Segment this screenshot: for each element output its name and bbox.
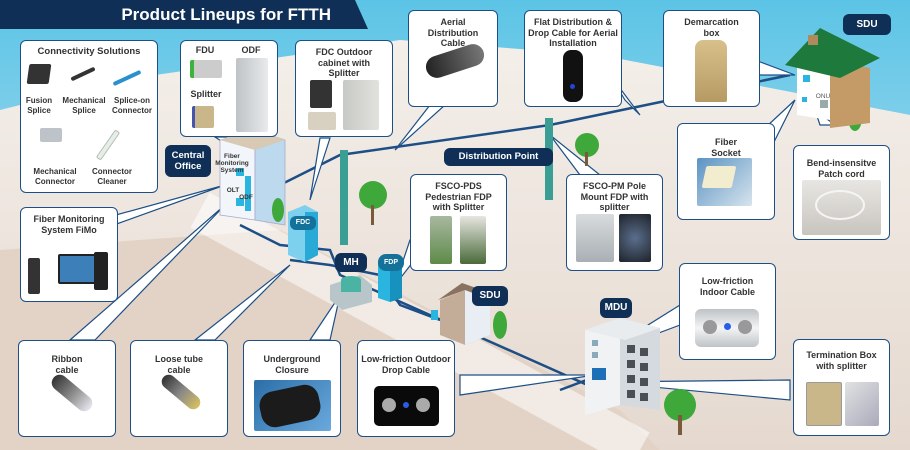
fimo-pc-tower-image — [94, 252, 108, 290]
demarcation-label: Demarcation box — [684, 17, 739, 38]
odf-image — [236, 58, 268, 132]
fdu-label: FDU — [195, 45, 215, 55]
patch-cord-coil — [815, 190, 865, 220]
odf-building-label: ODF — [239, 194, 253, 201]
olt-label: OLT — [226, 187, 240, 194]
indoor-cable-core-right — [738, 320, 752, 334]
mechanical-connector-image — [40, 128, 62, 142]
sdu-small-tag: SDU — [472, 286, 508, 306]
fusion-splicer-image — [26, 64, 52, 84]
fiber-socket-label: Fiber Socket — [711, 137, 741, 158]
manhole-illustration — [330, 275, 372, 310]
fsco-pm-image-2 — [619, 214, 651, 262]
splitter-label: Splitter — [190, 89, 222, 99]
sdu-main-tag: SDU — [843, 14, 891, 35]
mechanical-connector-label: Mechanical Connector — [33, 167, 77, 186]
utility-pole-1 — [340, 150, 348, 245]
fsco-pds-box: FSCO-PDS Pedestrian FDP with Splitter — [410, 174, 507, 271]
outdoor-drop-core-center — [403, 402, 409, 408]
demarcation-image — [695, 40, 727, 102]
fdc-cabinet-label: FDC Outdoor cabinet with Splitter — [315, 47, 373, 78]
fimo-phone-image — [28, 258, 40, 294]
outdoor-drop-core-right — [416, 398, 430, 412]
fdc-tag: FDC — [290, 216, 316, 230]
ribbon-cable-label: Ribbon cable — [51, 354, 83, 375]
main-sdu-house — [785, 28, 880, 128]
connectivity-heading: Connectivity Solutions — [37, 46, 141, 57]
street-edge — [190, 192, 650, 450]
fsco-pds-image-2 — [460, 216, 486, 264]
splice-on-connector-label: Splice-on Connector — [112, 96, 152, 115]
outdoor-drop-cable-label: Low-friction Outdoor Drop Cable — [361, 354, 451, 375]
mdu-building — [585, 318, 660, 415]
termination-box-image-2 — [845, 382, 879, 426]
fsco-pds-image-1 — [430, 216, 452, 264]
fusion-splice-label: Fusion Splice — [25, 96, 53, 115]
termination-box-image-1 — [806, 382, 842, 426]
flat-cable-core-dot — [570, 84, 575, 89]
splitter-image — [192, 106, 214, 128]
fsco-pm-label: FSCO-PM Pole Mount FDP with splitter — [580, 181, 649, 212]
mdu-tag: MDU — [600, 298, 632, 318]
fimo-monitor-image — [58, 254, 98, 284]
mechanical-splice-label: Mechanical Splice — [62, 96, 106, 115]
fdc-cabinet-rack-image — [310, 80, 332, 108]
page-title: Product Lineups for FTTH — [121, 5, 331, 24]
fsco-pds-label: FSCO-PDS Pedestrian FDP with Splitter — [425, 181, 492, 212]
tree-icon — [272, 105, 862, 435]
indoor-cable-label: Low-friction Indoor Cable — [699, 276, 755, 297]
fdc-cabinet-illustration — [288, 205, 318, 262]
fiber-socket-body — [701, 166, 737, 188]
underground-closure-label: Underground Closure — [263, 354, 321, 375]
fdc-cabinet-parts-image — [308, 112, 336, 130]
fimo-label: Fiber Monitoring System FiMo — [33, 214, 105, 235]
distribution-point-tag: Distribution Point — [444, 148, 553, 166]
loose-tube-cable-label: Loose tube cable — [155, 354, 204, 375]
fdp-tag: FDP — [378, 254, 404, 271]
flat-cable-label: Flat Distribution & Drop Cable for Aeria… — [528, 17, 618, 48]
odf-label: ODF — [241, 45, 261, 55]
mh-tag: MH — [335, 253, 367, 272]
flat-cable-image — [563, 50, 583, 102]
onu-label: ONU — [815, 93, 831, 100]
central-office-tag: Central Office — [165, 145, 211, 177]
fdc-cabinet-enclosure-image — [343, 80, 379, 130]
fsco-pm-image-1 — [576, 214, 614, 262]
connector-cleaner-label: Connector Cleaner — [92, 167, 132, 186]
aerial-cable-label: Aerial Distribution Cable — [427, 17, 479, 48]
termination-box-label: Termination Box with splitter — [806, 350, 877, 371]
indoor-cable-core-left — [703, 320, 717, 334]
fiber-monitoring-label: Fiber Monitoring System — [215, 153, 249, 174]
title-banner — [0, 0, 368, 29]
indoor-cable-core-center — [724, 323, 731, 330]
fdu-image — [190, 60, 222, 78]
patch-cord-label: Bend-insensitve Patch cord — [806, 158, 877, 179]
outdoor-drop-core-left — [382, 398, 396, 412]
